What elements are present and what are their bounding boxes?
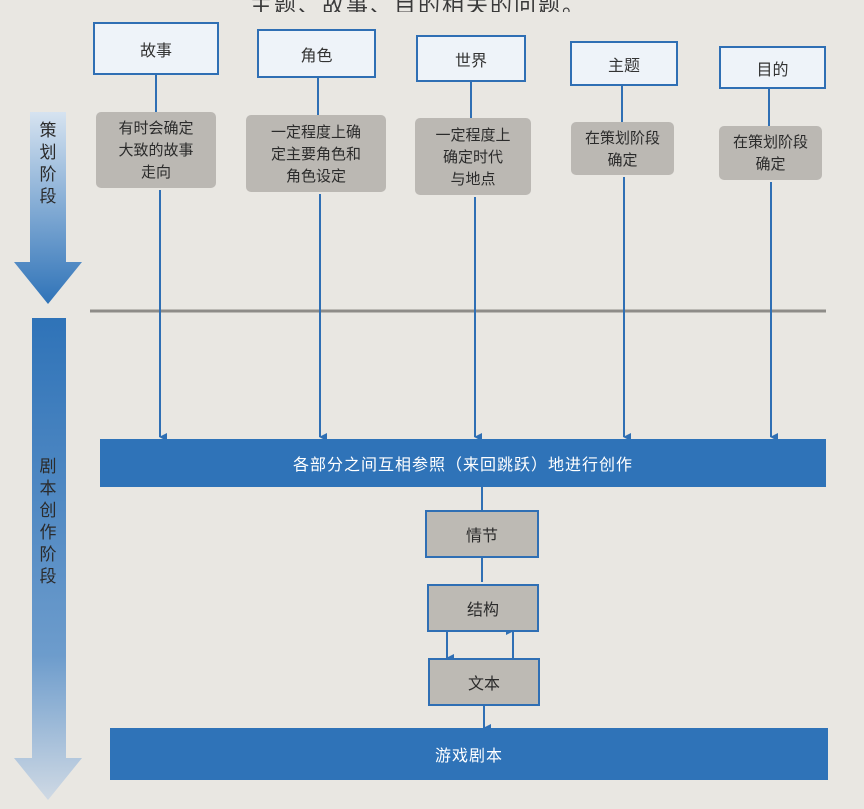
game-script-band: 游戏剧本 [110,728,828,780]
cross-reference-band: 各部分之间互相参照（来回跳跃）地进行创作 [100,439,826,487]
top-caption-text: 主题、故事、目的相关的问题。 [250,0,670,12]
desc-purpose: 在策划阶段 确定 [719,126,822,180]
writing-phase-arrow [14,318,82,800]
header-story: 故事 [93,22,219,75]
header-world: 世界 [416,35,526,82]
desc-world: 一定程度上 确定时代 与地点 [415,118,531,195]
header-purpose: 目的 [719,46,826,89]
desc-theme: 在策划阶段 确定 [571,122,674,175]
writing-phase-label: 剧 本 创 作 阶 段 [39,457,57,587]
plot-box: 情节 [425,510,539,558]
desc-character: 一定程度上确 定主要角色和 角色设定 [246,115,386,192]
planning-phase-arrow [14,112,82,304]
header-character: 角色 [257,29,376,78]
structure-box: 结构 [427,584,539,632]
desc-story: 有时会确定 大致的故事 走向 [96,112,216,188]
header-theme: 主题 [570,41,678,86]
text-box: 文本 [428,658,540,706]
planning-phase-label: 策 划 阶 段 [39,121,57,207]
